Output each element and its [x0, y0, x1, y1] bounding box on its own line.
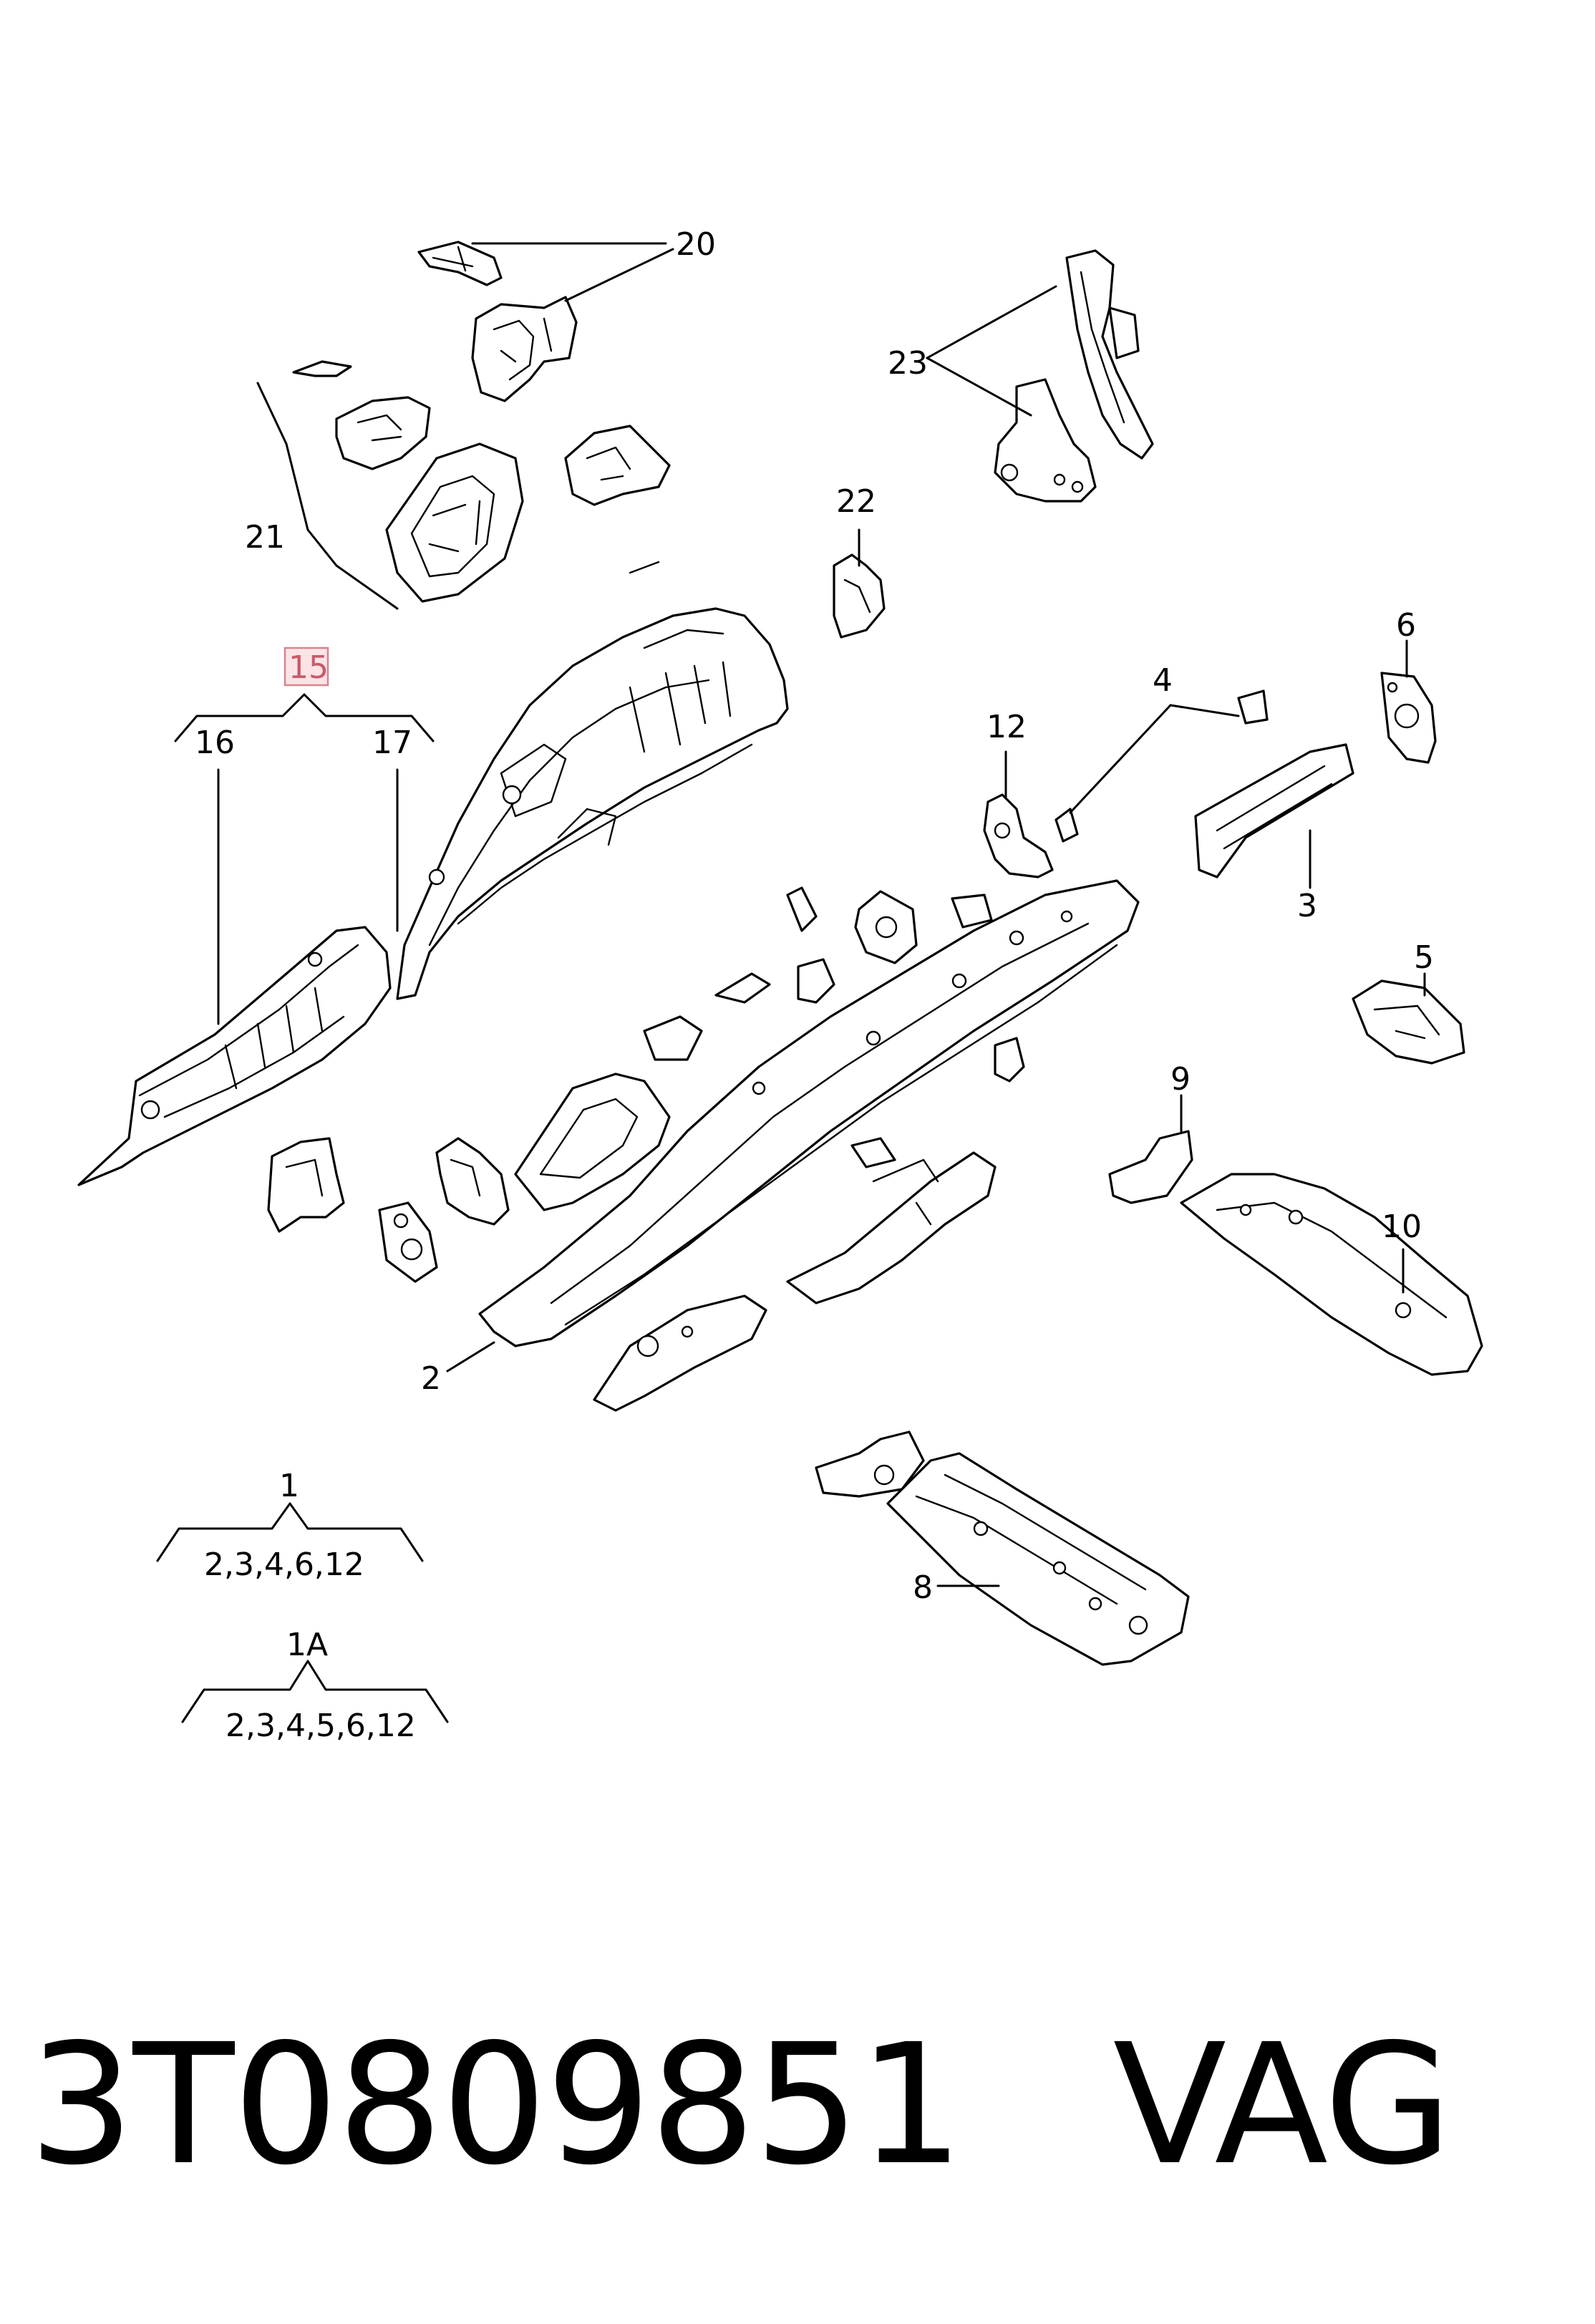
- part-20-upper-bracket: [417, 241, 503, 286]
- part-mount-plate: [378, 1201, 438, 1283]
- part-number: 3T0809851: [29, 2008, 964, 2202]
- part-2-longitudinal-member: [478, 879, 1140, 1347]
- callout-6[interactable]: 6: [1396, 607, 1416, 644]
- callout-21[interactable]: 21: [245, 519, 285, 556]
- callout-5[interactable]: 5: [1414, 939, 1434, 976]
- part-cross-brace: [786, 1137, 997, 1304]
- part-22-bracket: [833, 553, 886, 639]
- set-1-label[interactable]: 1: [279, 1468, 299, 1504]
- part-21-gusset: [564, 425, 671, 506]
- set-1a-label[interactable]: 1A: [286, 1627, 328, 1663]
- callout-8[interactable]: 8: [913, 1569, 933, 1606]
- brand-name: VAG: [1112, 2008, 1453, 2202]
- part-23-pillar-upper: [1065, 249, 1154, 460]
- part-4-clip: [1055, 689, 1269, 843]
- part-lower-bracket: [593, 1294, 767, 1412]
- callout-12[interactable]: 12: [986, 709, 1027, 745]
- part-23-pillar-lower: [994, 378, 1097, 503]
- part-21-clip: [292, 360, 352, 377]
- callout-22[interactable]: 22: [836, 483, 876, 520]
- part-longitudinal-small-parts: [643, 886, 1025, 1083]
- part-16-side-member: [77, 926, 392, 1186]
- leader-lines: [156, 242, 1426, 1723]
- part-small-bracket-a: [267, 1137, 345, 1233]
- part-6-mount: [1380, 672, 1437, 764]
- callout-4[interactable]: 4: [1153, 662, 1173, 699]
- callout-23[interactable]: 23: [888, 345, 928, 382]
- callout-16[interactable]: 16: [195, 725, 235, 761]
- callout-15-highlight: [283, 647, 329, 687]
- part-9-bracket: [1108, 1130, 1193, 1204]
- callout-2[interactable]: 2: [421, 1360, 441, 1397]
- part-10-crossmember: [1180, 1173, 1483, 1376]
- part-3-reinforcement: [1194, 743, 1354, 878]
- part-frame-bracket: [514, 1073, 671, 1211]
- part-small-bracket-b: [435, 1137, 510, 1226]
- callout-3[interactable]: 3: [1297, 888, 1317, 924]
- part-21-panel: [385, 442, 524, 603]
- callout-10[interactable]: 10: [1382, 1209, 1422, 1245]
- part-8-floor-member: [886, 1452, 1190, 1666]
- callout-17[interactable]: 17: [372, 725, 412, 761]
- set-1-contents: 2,3,4,6,12: [204, 1546, 364, 1583]
- part-20-lower-bracket: [471, 296, 578, 402]
- callout-20[interactable]: 20: [676, 226, 716, 263]
- part-5-bracket: [1352, 979, 1465, 1065]
- part-number-footer: 3T0809851 VAG: [29, 2005, 1568, 2205]
- part-21-bracket: [335, 396, 431, 470]
- part-12-bracket: [983, 793, 1054, 878]
- callout-15[interactable]: 15: [289, 649, 329, 686]
- set-1a-contents: 2,3,4,5,6,12: [226, 1708, 416, 1744]
- callout-9[interactable]: 9: [1170, 1061, 1191, 1098]
- part-17-wheel-arch: [396, 561, 789, 1000]
- part-8-bracket-small: [815, 1430, 925, 1498]
